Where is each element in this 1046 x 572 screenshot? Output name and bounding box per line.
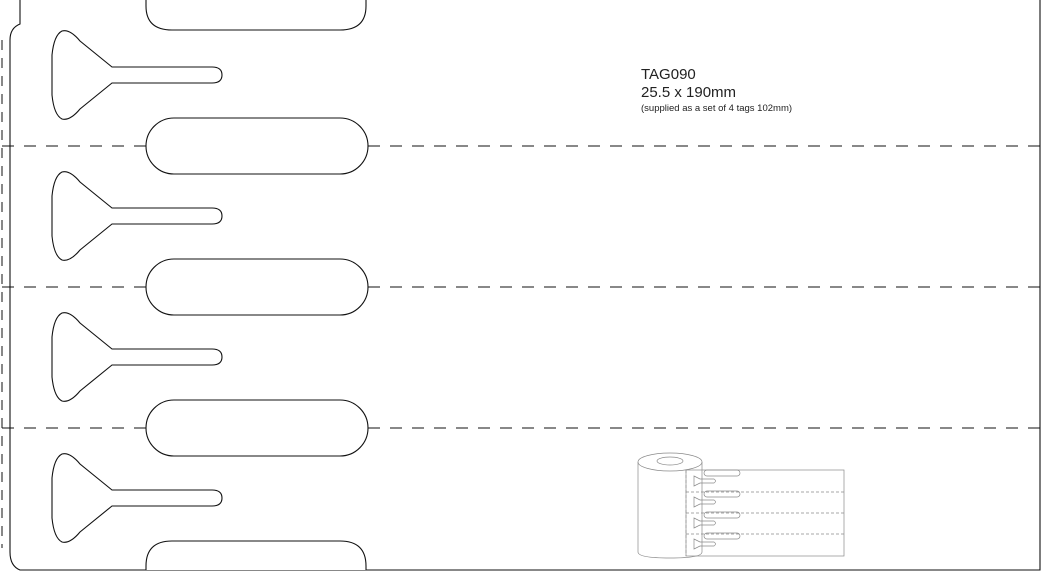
loop-shape xyxy=(51,171,223,261)
slot-cutouts xyxy=(145,0,369,570)
slot-cutout xyxy=(145,0,367,31)
roll-core xyxy=(656,456,684,466)
loop-shape xyxy=(51,30,223,120)
product-note: (supplied as a set of 4 tags 102mm) xyxy=(641,103,793,114)
sheet-outline xyxy=(9,0,1041,571)
roll-body xyxy=(637,462,703,559)
loop-shape xyxy=(51,312,223,402)
roll-mini-slot xyxy=(703,532,741,540)
loop-shape xyxy=(51,453,223,543)
slot-cutout xyxy=(145,399,369,457)
roll-mini-tag xyxy=(693,475,716,487)
perforation-lines xyxy=(2,145,1040,429)
roll-mini-tag xyxy=(693,496,716,508)
roll-mini-tag xyxy=(693,517,716,529)
slot-cutout xyxy=(145,540,367,570)
roll-top xyxy=(637,452,703,472)
slot-cutout xyxy=(145,117,369,175)
roll-mini-tags xyxy=(693,469,741,550)
roll-illustration xyxy=(637,452,845,559)
product-dimensions: 25.5 x 190mm xyxy=(641,84,737,101)
roll-mini-slot xyxy=(703,511,741,519)
slot-cutout xyxy=(145,258,369,316)
tag-info: TAG090 25.5 x 190mm (supplied as a set o… xyxy=(641,66,792,115)
loop-shapes xyxy=(51,30,223,543)
roll-mini-slot xyxy=(703,469,741,477)
product-code: TAG090 xyxy=(641,66,696,83)
roll-mini-tag xyxy=(693,538,716,550)
roll-mini-slot xyxy=(703,490,741,498)
